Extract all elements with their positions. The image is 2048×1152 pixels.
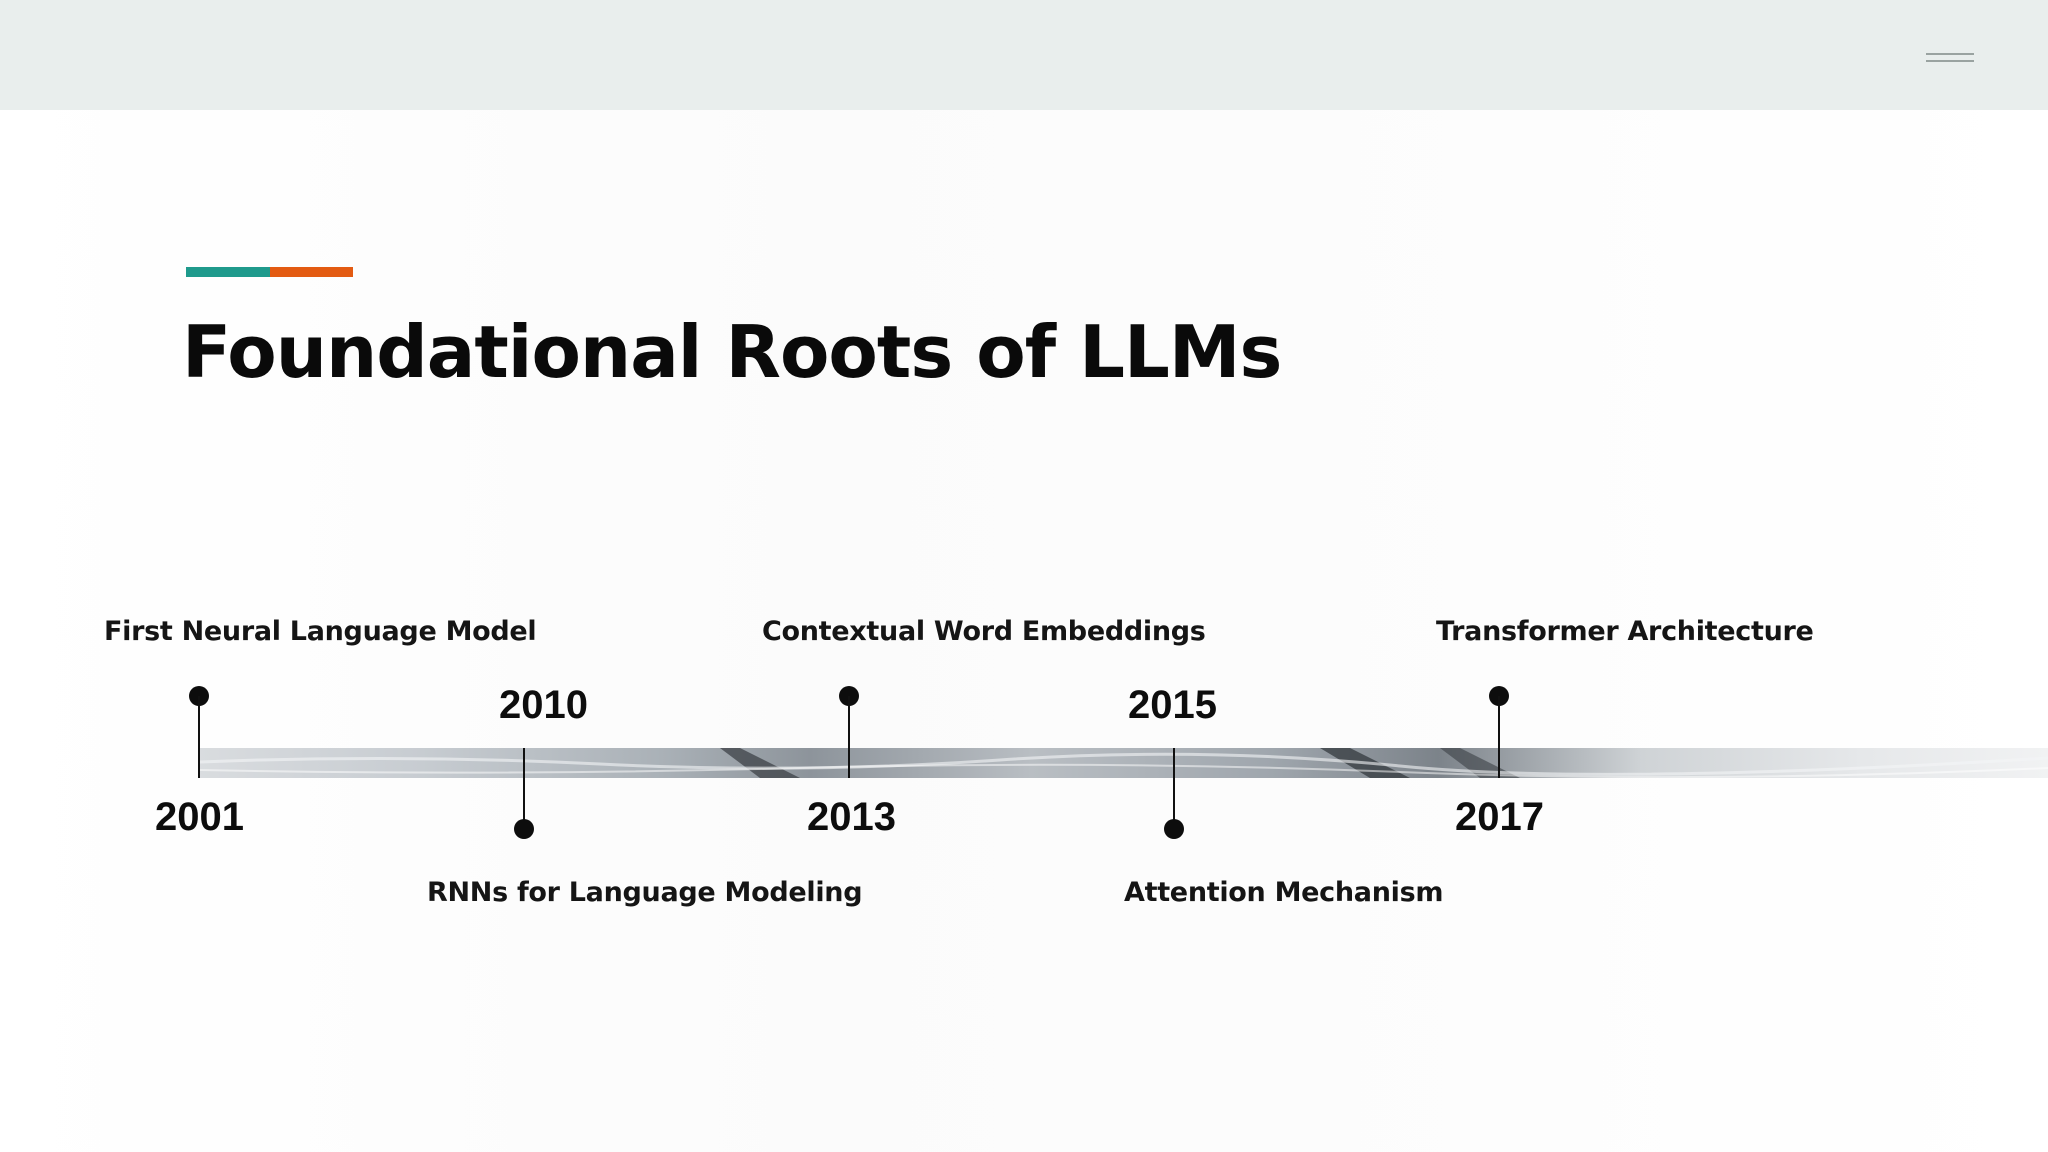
accent-bar-teal [186,267,270,277]
timeline-stem [1498,696,1500,778]
timeline-stem [1173,748,1175,830]
timeline-event-label: First Neural Language Model [104,616,537,647]
timeline-marker-dot [514,819,534,839]
timeline-stem [523,748,525,830]
top-bar [0,0,2048,110]
timeline-stem [198,696,200,778]
timeline-event-label: Contextual Word Embeddings [762,616,1206,647]
timeline-stem [848,696,850,778]
timeline-year: 2001 [155,795,244,839]
hamburger-menu-icon[interactable] [1926,53,1974,55]
timeline-event-label: Transformer Architecture [1436,616,1814,647]
menu-button[interactable] [1918,38,1982,74]
slide-title: Foundational Roots of LLMs [182,310,1282,394]
timeline-year: 2010 [499,683,588,727]
timeline-marker-dot [1164,819,1184,839]
timeline-year: 2015 [1128,683,1217,727]
accent-bar-orange [270,267,353,277]
timeline-track [200,748,2048,778]
timeline-event-label: RNNs for Language Modeling [427,877,863,908]
hamburger-menu-icon-line[interactable] [1926,60,1974,62]
timeline-year: 2017 [1455,795,1544,839]
timeline-event-label: Attention Mechanism [1124,877,1444,908]
slide [0,110,2048,1152]
timeline-year: 2013 [807,795,896,839]
